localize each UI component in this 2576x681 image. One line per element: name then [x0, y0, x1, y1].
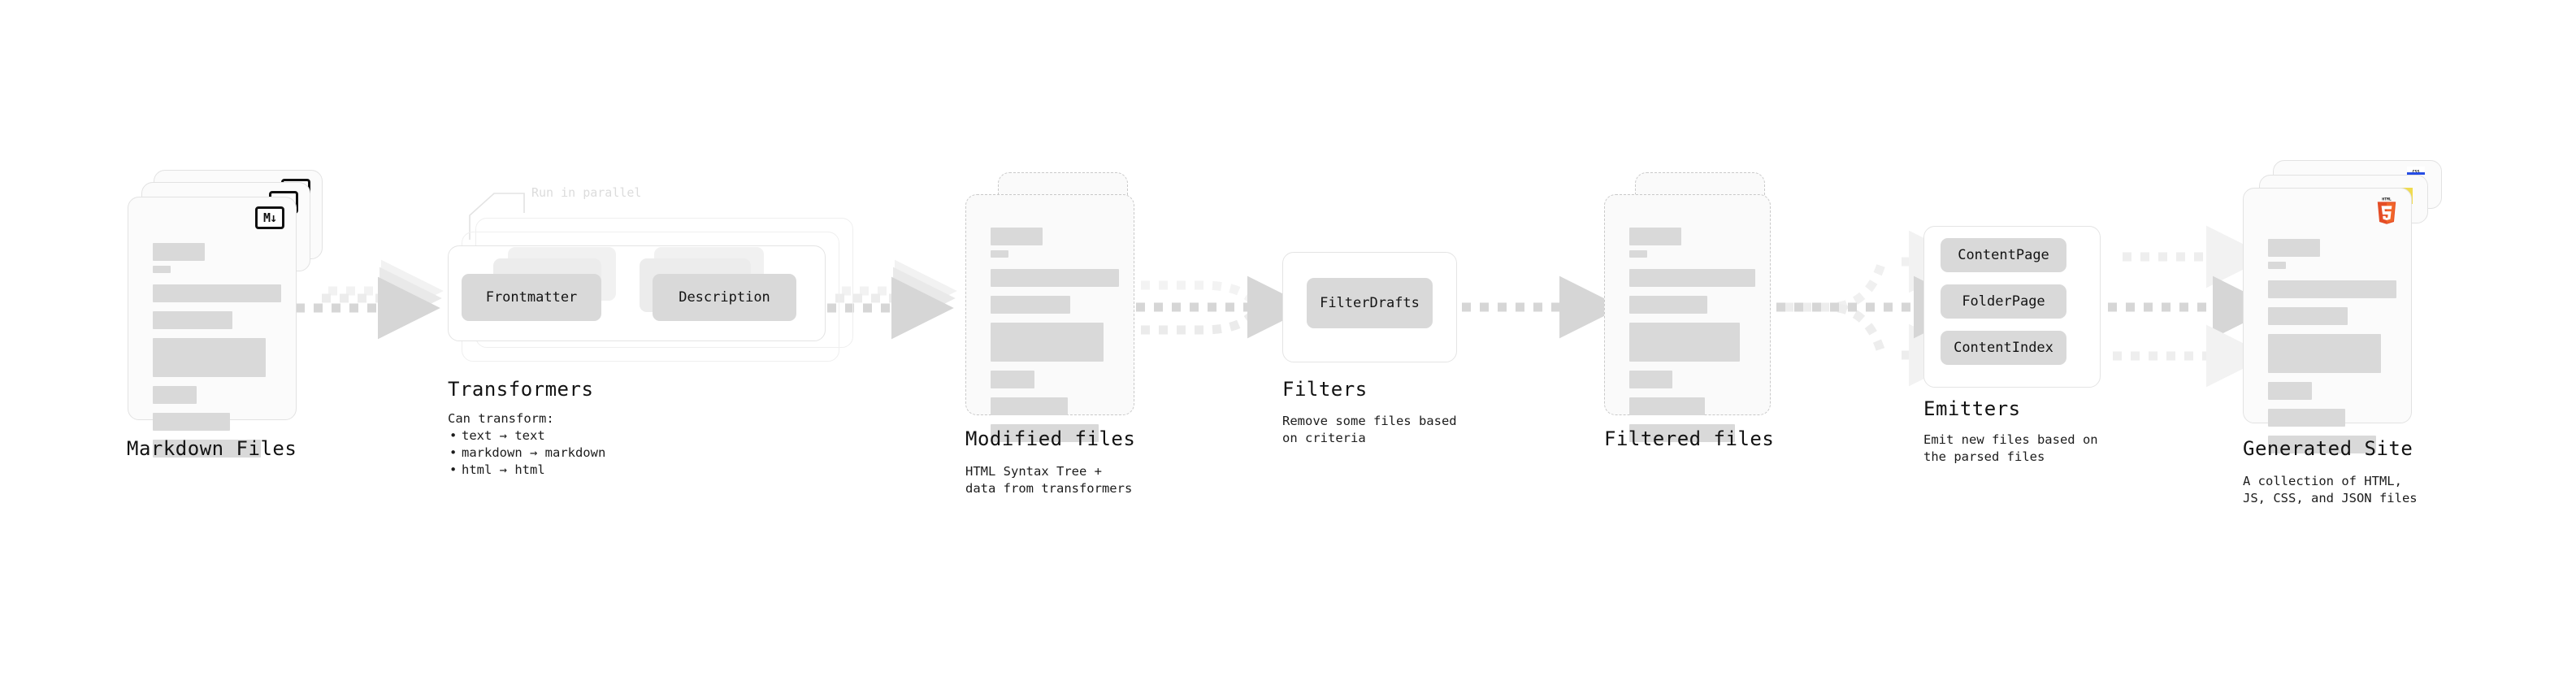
note-item: html → html: [449, 462, 605, 479]
subtitle-generated-site: A collection of HTML, JS, CSS, and JSON …: [2243, 474, 2418, 505]
run-in-parallel-label: Run in parallel: [531, 185, 642, 200]
chip-contentpage[interactable]: ContentPage: [1941, 238, 2066, 272]
subtitle-filters: Remove some files based on criteria: [1282, 414, 1457, 445]
site-card-front[interactable]: HTML: [2243, 188, 2412, 453]
chip-folderpage[interactable]: FolderPage: [1941, 284, 2066, 319]
caption-emitters: Emitters: [1923, 397, 2021, 420]
caption-modified-files: Modified files: [965, 427, 1136, 450]
note-heading: Can transform:: [448, 411, 554, 426]
caption-filters: Filters: [1282, 378, 1368, 401]
modified-card-front[interactable]: [965, 194, 1134, 442]
placeholder-lines: [991, 228, 1119, 451]
connector-filtered-to-emitters: [1776, 230, 1976, 387]
placeholder-lines: [1629, 228, 1755, 451]
svg-text:HTML: HTML: [2382, 197, 2392, 202]
placeholder-lines: [2268, 239, 2396, 462]
subtitle-emitters: Emit new files based on the parsed files: [1923, 432, 2098, 464]
subtitle-modified-files: HTML Syntax Tree + data from transformer…: [965, 464, 1133, 496]
connector-modified-to-filters: [1136, 275, 1310, 339]
caption-generated-site: Generated Site: [2243, 437, 2413, 460]
css-underline: [2407, 172, 2425, 175]
note-item: text → text: [449, 427, 605, 445]
caption-markdown-files: Markdown Files: [127, 437, 297, 460]
caption-transformers: Transformers: [448, 378, 594, 401]
css-icon: CSS: [2407, 167, 2425, 175]
connector-emitters-to-site: [2108, 225, 2275, 388]
html5-icon: HTML: [2375, 197, 2398, 224]
caption-filtered-files: Filtered files: [1604, 427, 1775, 450]
placeholder-lines: [153, 243, 281, 466]
markdown-card-front[interactable]: M↓: [128, 197, 297, 458]
filtered-card-front[interactable]: [1604, 194, 1771, 442]
note-item: markdown → markdown: [449, 445, 605, 462]
chip-filterdrafts[interactable]: FilterDrafts: [1307, 278, 1433, 328]
markdown-badge-front: M↓: [255, 206, 284, 229]
note-transformers: Can transform: text → text markdown → ma…: [448, 410, 605, 479]
chip-frontmatter[interactable]: Frontmatter: [462, 274, 601, 321]
chip-contentindex[interactable]: ContentIndex: [1941, 331, 2066, 365]
chip-description[interactable]: Description: [653, 274, 796, 321]
